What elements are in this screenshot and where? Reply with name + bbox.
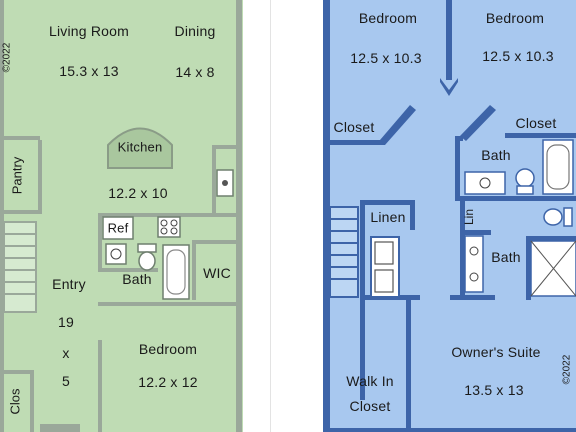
kitchen-island <box>107 127 173 169</box>
upper-bath-fixtures <box>464 139 574 195</box>
left-bedroom-size: 12.2 x 12 <box>138 374 198 390</box>
left-bedroom-label: Bedroom <box>138 341 198 357</box>
refrigerator <box>102 216 134 240</box>
gap-divider <box>270 0 271 432</box>
living-room-size: 15.3 x 13 <box>59 63 119 79</box>
kitchen-size: 12.2 x 10 <box>108 185 168 201</box>
bedroom-right-size: 12.5 x 10.3 <box>482 48 554 64</box>
owner-bath-label: Bath <box>491 249 521 265</box>
wic-label: WIC <box>203 265 231 281</box>
ref-label: Ref <box>107 220 129 236</box>
left-bath-label: Bath <box>122 271 152 287</box>
owners-suite-size: 13.5 x 13 <box>464 382 524 398</box>
left-stairs <box>3 221 37 313</box>
right-stairs <box>329 206 359 298</box>
owners-suite-label: Owner's Suite <box>451 344 541 360</box>
dining-size: 14 x 8 <box>175 64 215 80</box>
lin-label: Lin <box>462 208 477 226</box>
entry-size-x: x <box>62 345 70 361</box>
kitchen-sink-icon <box>216 169 234 197</box>
owner-bath-fixtures <box>464 207 576 297</box>
left-bath-fixtures <box>105 243 190 300</box>
upper-bath-label: Bath <box>481 147 511 163</box>
bedroom-right-label: Bedroom <box>485 10 545 26</box>
right-plan-walls <box>323 0 576 432</box>
entry-label: Entry <box>52 276 86 292</box>
entry-size-width: 19 <box>58 314 74 330</box>
dining-label: Dining <box>174 23 216 39</box>
living-room-label: Living Room <box>48 23 130 39</box>
right-copyright: ©2022 <box>561 354 573 385</box>
stove-icon <box>157 216 181 238</box>
bedroom-left-size: 12.5 x 10.3 <box>350 50 422 66</box>
bedroom-left-label: Bedroom <box>358 10 418 26</box>
closet-right-label: Closet <box>515 115 557 131</box>
washer-dryer-icon <box>370 236 400 298</box>
linen-label: Linen <box>370 209 406 225</box>
entry-size-depth: 5 <box>62 373 70 389</box>
left-plan-walls <box>0 0 242 432</box>
kitchen-label: Kitchen <box>117 139 163 155</box>
closet-left-label: Closet <box>333 119 375 135</box>
walk-in-closet-label-line2: Closet <box>349 398 391 414</box>
walk-in-closet-label: Walk In <box>346 373 394 389</box>
